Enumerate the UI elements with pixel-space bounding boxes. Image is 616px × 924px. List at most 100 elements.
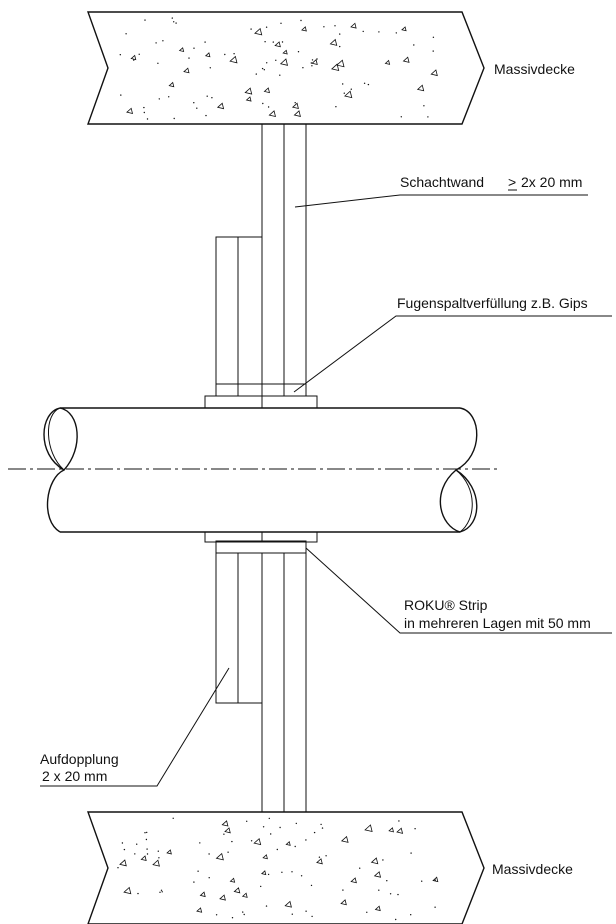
aggregate-stone bbox=[244, 87, 253, 95]
aggregate-dot bbox=[146, 118, 149, 120]
aggregate-dot bbox=[224, 53, 226, 56]
aggregate-dot bbox=[281, 871, 283, 873]
aggregate-stone bbox=[340, 899, 347, 906]
aggregate-stone bbox=[183, 67, 190, 74]
joint-fill-lower bbox=[215, 540, 307, 554]
aggregate-stone bbox=[344, 90, 353, 99]
aggregate-dot bbox=[263, 69, 265, 71]
aggregate-dot bbox=[233, 53, 235, 55]
aggregate-dot bbox=[250, 28, 252, 30]
label-strip-line1: ROKU® Strip bbox=[404, 597, 488, 613]
aggregate-dot bbox=[175, 22, 177, 24]
aggregate-stone bbox=[291, 102, 299, 110]
aggregate-dot bbox=[305, 839, 307, 841]
aggregate-dot bbox=[158, 98, 160, 100]
aggregate-dot bbox=[279, 826, 281, 829]
aggregate-stone bbox=[221, 820, 229, 827]
aggregate-dot bbox=[155, 42, 157, 44]
aggregate-dot bbox=[279, 74, 281, 76]
aggregate-dot bbox=[197, 870, 199, 872]
aggregate-dot bbox=[321, 827, 324, 829]
label-strip-line2: in mehreren Lagen mit 50 mm bbox=[404, 615, 591, 631]
aggregate-dot bbox=[144, 832, 146, 834]
aggregate-dot bbox=[339, 45, 341, 48]
label-shaft-wall: Schachtwand bbox=[400, 174, 484, 190]
aggregate-dot bbox=[209, 67, 211, 69]
aggregate-stone bbox=[254, 27, 263, 36]
aggregate-stone bbox=[331, 63, 340, 72]
aggregate-stone bbox=[196, 907, 203, 913]
aggregate-dot bbox=[193, 47, 195, 49]
aggregate-dot bbox=[145, 838, 148, 841]
label-shaft-wall-name: Schachtwand bbox=[400, 174, 484, 190]
aggregate-dot bbox=[211, 97, 213, 99]
shaft-wall-upper bbox=[261, 123, 307, 397]
aggregate-dot bbox=[366, 911, 368, 913]
aggregate-stone bbox=[229, 877, 236, 883]
aggregate-dot bbox=[204, 41, 206, 43]
aggregate-dot bbox=[138, 53, 140, 55]
aggregate-stone bbox=[416, 84, 425, 92]
leaders bbox=[40, 194, 612, 787]
label-shaft-wall-spec: 2x 20 mm bbox=[521, 174, 582, 190]
aggregate-dot bbox=[206, 95, 208, 97]
aggregate-dot bbox=[123, 848, 126, 851]
aggregate-dot bbox=[193, 102, 195, 104]
aggregate-stone bbox=[316, 858, 323, 865]
aggregate-dot bbox=[350, 88, 352, 90]
aggregate-stone bbox=[274, 41, 281, 48]
aggregate-dot bbox=[260, 885, 262, 888]
aggregate-stone bbox=[263, 87, 270, 94]
aggregate-dot bbox=[143, 106, 145, 109]
aggregate-dot bbox=[223, 833, 225, 835]
aggregate-dot bbox=[378, 889, 380, 891]
aggregate-dot bbox=[146, 853, 149, 855]
aggregate-dot bbox=[242, 911, 244, 913]
label-joint-fill: Fugenspaltverfüllung z.B. Gips bbox=[397, 295, 588, 311]
aggregate-dot bbox=[215, 914, 218, 916]
aggregate-stone bbox=[216, 102, 225, 110]
aggregate-dot bbox=[143, 111, 145, 114]
aggregate-stone bbox=[130, 54, 137, 61]
aggregate-stone bbox=[260, 870, 267, 876]
aggregate-dot bbox=[295, 822, 297, 825]
aggregate-stone bbox=[336, 59, 345, 68]
joint-fill-upper bbox=[215, 383, 307, 397]
aggregate-dot bbox=[144, 19, 146, 21]
aggregate-stone bbox=[370, 857, 379, 865]
aggregate-dot bbox=[302, 67, 304, 69]
aggregate-dot bbox=[434, 879, 436, 881]
aggregate-dot bbox=[311, 915, 313, 918]
aggregate-dot bbox=[291, 871, 293, 873]
aggregate-dot bbox=[294, 102, 296, 104]
aggregate-dot bbox=[342, 889, 344, 891]
aggregate-stone bbox=[224, 827, 231, 834]
aggregate-dot bbox=[205, 114, 207, 117]
aggregate-stone bbox=[152, 859, 160, 867]
aggregate-stone bbox=[301, 26, 307, 32]
aggregate-dot bbox=[281, 41, 284, 43]
aggregate-dot bbox=[359, 867, 361, 869]
aggregate-dot bbox=[280, 22, 282, 24]
aggregate-dot bbox=[171, 17, 173, 19]
aggregate-stone bbox=[311, 59, 318, 66]
aggregate-dot bbox=[172, 817, 174, 819]
aggregate-dot bbox=[158, 857, 160, 859]
aggregate-stone bbox=[388, 827, 394, 833]
aggregate-dot bbox=[343, 92, 345, 94]
aggregate-dot bbox=[173, 21, 175, 23]
aggregate-stone bbox=[219, 894, 226, 901]
aggregate-stone bbox=[262, 854, 268, 860]
aggregate-dot bbox=[265, 905, 268, 907]
label-doubling-line1: Aufdopplung bbox=[40, 751, 119, 767]
aggregate-stone bbox=[401, 26, 407, 32]
aggregate-dot bbox=[386, 880, 388, 882]
aggregate-dot bbox=[125, 33, 127, 35]
aggregate-dot bbox=[276, 848, 278, 851]
aggregate-stone bbox=[396, 827, 404, 834]
label-ceiling-bottom: Massivdecke bbox=[492, 861, 573, 877]
aggregate-dot bbox=[159, 891, 161, 893]
aggregate-dot bbox=[421, 880, 423, 882]
slab-bottom bbox=[87, 811, 485, 924]
aggregate-dot bbox=[266, 62, 268, 64]
